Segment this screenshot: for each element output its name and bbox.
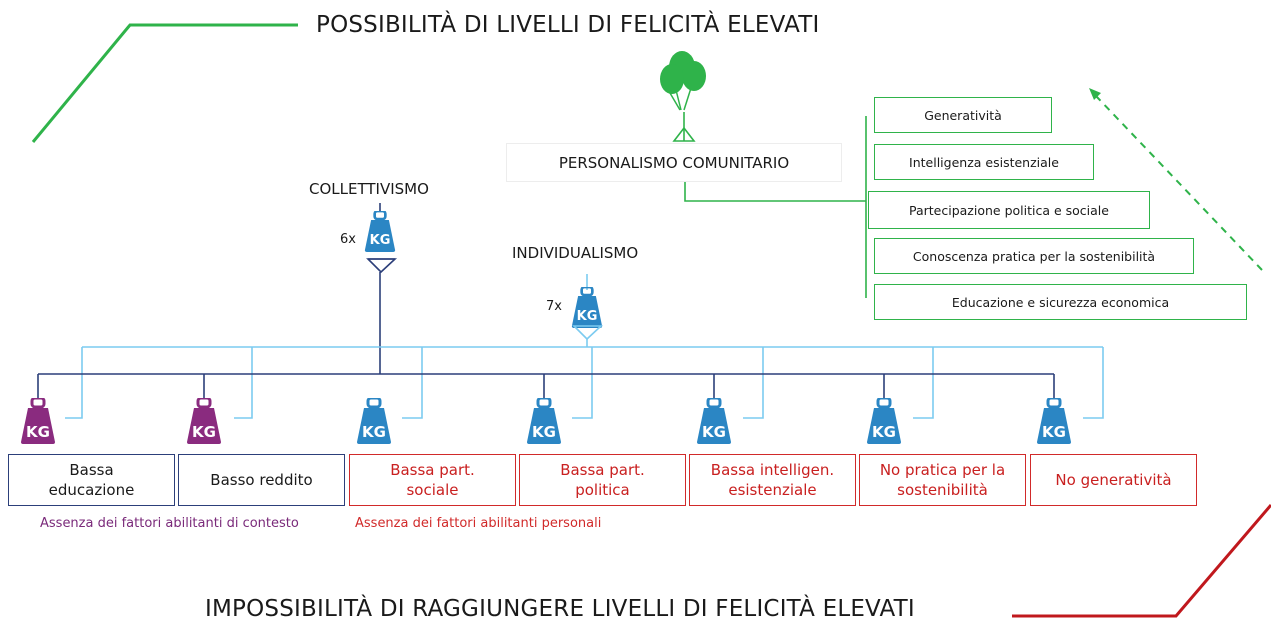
collettivismo-tree: [37, 373, 1055, 398]
individualismo-tree: [65, 346, 1104, 419]
caption-personali: Assenza dei fattori abilitanti personali: [355, 516, 602, 531]
factor-label: Conoscenza pratica per la sostenibilità: [912, 248, 1156, 264]
caption-contesto: Assenza dei fattori abilitanti di contes…: [40, 516, 299, 531]
dashed-arrow-line: [1095, 95, 1263, 271]
kg-label: KG: [872, 423, 896, 441]
kg-label: KG: [577, 309, 598, 324]
condition-line-2: politica: [575, 481, 630, 499]
factor-label: Generatività: [924, 107, 1002, 123]
condition-line-1: Bassa intelligen.: [710, 461, 835, 479]
condition-box-bassa-educazione: Bassa educazione: [8, 454, 175, 506]
individualismo-multiplier: 7x: [546, 299, 562, 314]
individualismo-fulcrum-icon: [572, 325, 604, 341]
factor-connector: [684, 182, 866, 202]
condition-box-bassa-intelligenza: Bassa intelligen. esistenziale: [689, 454, 856, 506]
condition-line-1: Bassa part.: [390, 461, 475, 479]
condition-line-1: No pratica per la: [879, 461, 1006, 479]
kg-label: KG: [26, 423, 50, 441]
balloons-icon: [660, 51, 706, 111]
kg-label: KG: [370, 233, 391, 248]
condition-box-basso-reddito: Basso reddito: [178, 454, 345, 506]
condition-box-bassa-part-politica: Bassa part. politica: [519, 454, 686, 506]
factor-box: Partecipazione politica e sociale: [868, 191, 1150, 229]
condition-line-1: Bassa part.: [560, 461, 645, 479]
kg-label: KG: [532, 423, 556, 441]
top-title: POSSIBILITÀ DI LIVELLI DI FELICITÀ ELEVA…: [316, 12, 820, 38]
factor-label: Intelligenza esistenziale: [909, 154, 1059, 170]
kg-label: KG: [702, 423, 726, 441]
condition-line-2: sostenibilità: [897, 481, 988, 499]
condition-line-1: Bassa: [69, 461, 114, 479]
personalismo-label: PERSONALISMO COMUNITARIO: [558, 153, 790, 172]
condition-box-bassa-part-sociale: Bassa part. sociale: [349, 454, 516, 506]
collettivismo-multiplier: 6x: [340, 232, 356, 247]
kg-label: KG: [362, 423, 386, 441]
factor-box: Conoscenza pratica per la sostenibilità: [874, 238, 1194, 274]
condition-box-no-pratica-sostenibilita: No pratica per la sostenibilità: [859, 454, 1026, 506]
personalismo-box: PERSONALISMO COMUNITARIO: [506, 143, 842, 182]
factor-box: Intelligenza esistenziale: [874, 144, 1094, 180]
dashed-arrow-head-icon: [1089, 88, 1101, 100]
condition-line-1: Basso reddito: [210, 471, 313, 489]
collettivismo-fulcrum-icon: [366, 258, 398, 274]
factor-box: Educazione e sicurezza economica: [874, 284, 1247, 320]
condition-box-no-generativita: No generatività: [1030, 454, 1197, 506]
condition-line-2: esistenziale: [728, 481, 817, 499]
kg-label: KG: [192, 423, 216, 441]
condition-line-2: educazione: [48, 481, 135, 499]
condition-line-1: No generatività: [1055, 471, 1172, 489]
bottom-title: IMPOSSIBILITÀ DI RAGGIUNGERE LIVELLI DI …: [205, 596, 915, 622]
top-accent-line: [31, 23, 298, 143]
condition-line-2: sociale: [406, 481, 459, 499]
individualismo-label: INDIVIDUALISMO: [512, 244, 639, 262]
kg-label: KG: [1042, 423, 1066, 441]
bottom-accent-line: [1012, 504, 1271, 618]
factor-label: Educazione e sicurezza economica: [951, 294, 1170, 310]
factor-label: Partecipazione politica e sociale: [909, 202, 1109, 218]
factor-box: Generatività: [874, 97, 1052, 133]
collettivismo-label: COLLETTIVISMO: [309, 180, 429, 198]
